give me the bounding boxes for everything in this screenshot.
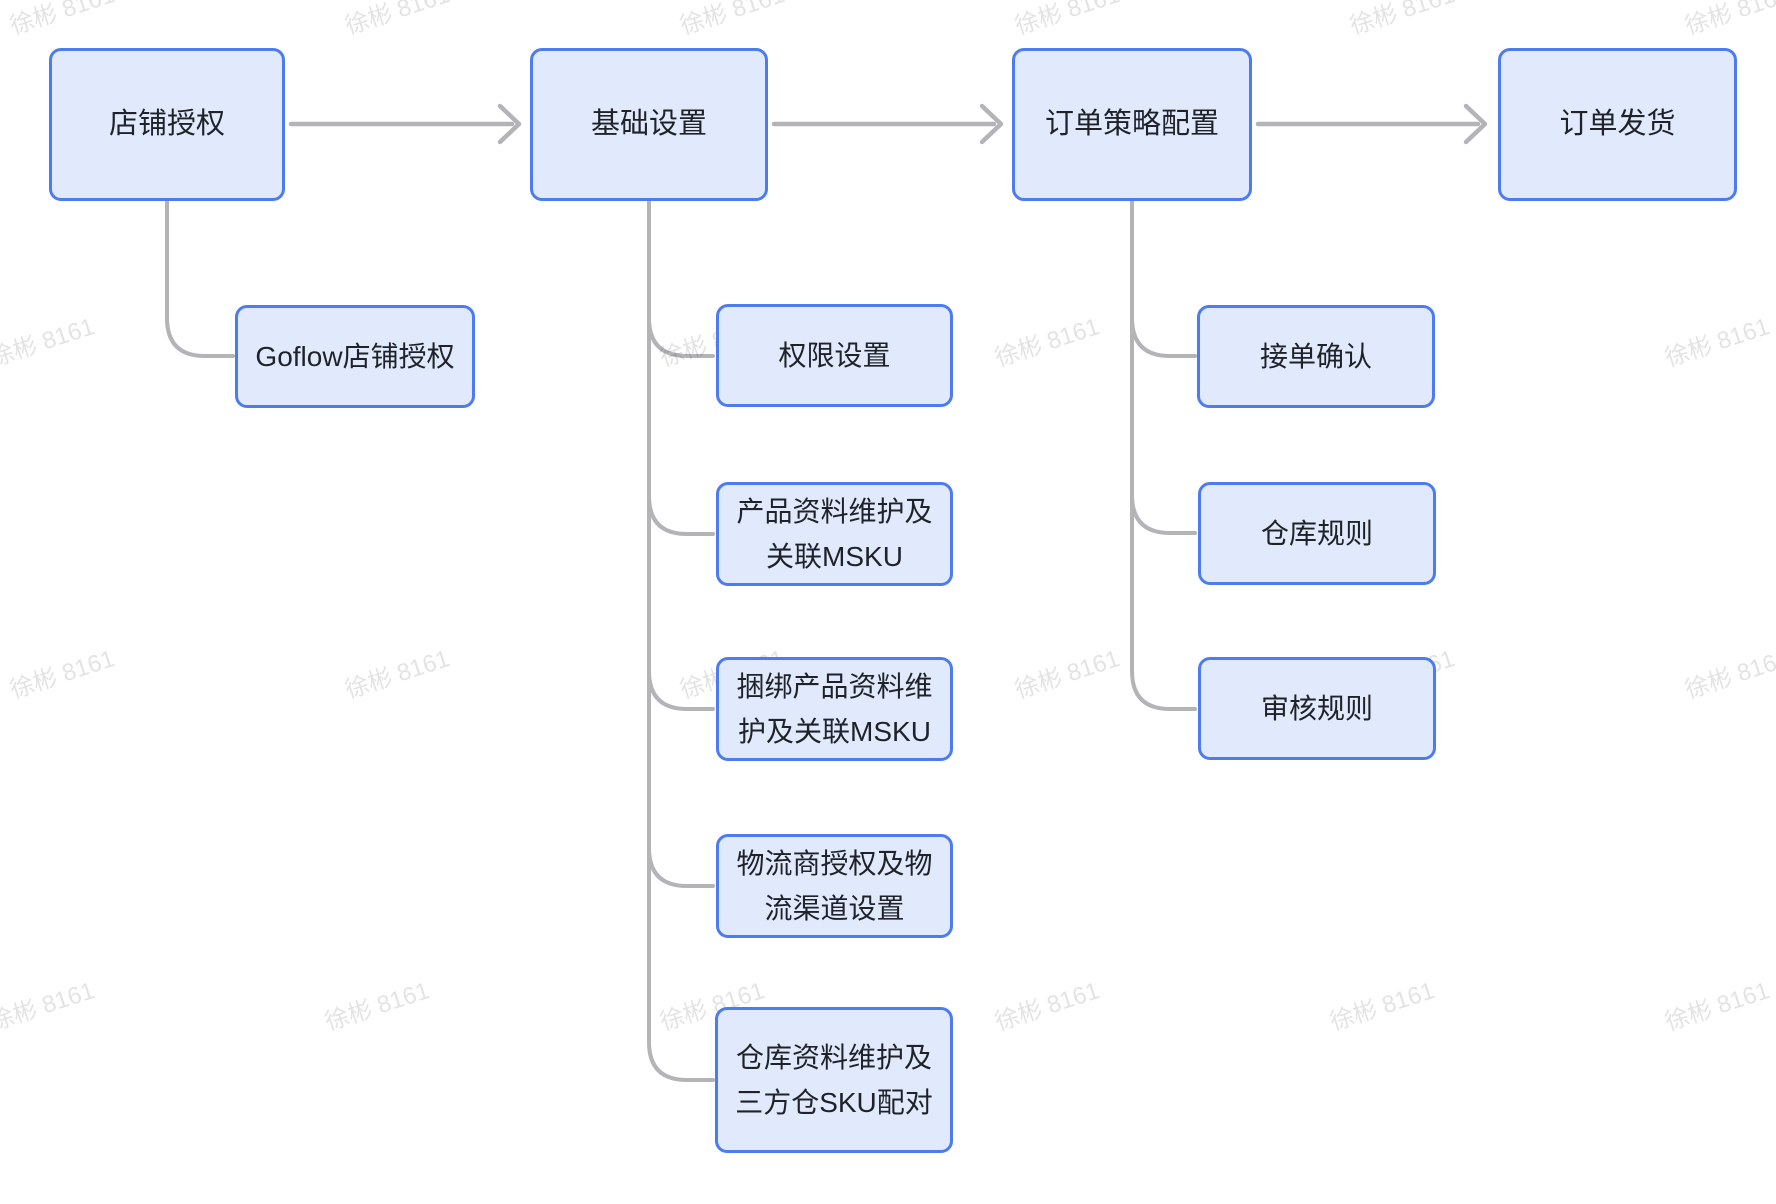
watermark-text: 徐彬 8161 bbox=[341, 645, 453, 705]
watermark-text: 徐彬 8161 bbox=[321, 977, 433, 1037]
node-order-acceptance-confirm: 接单确认 bbox=[1197, 305, 1435, 408]
arrow-stage1-stage2 bbox=[288, 103, 522, 145]
connector-basic-setup-trunk bbox=[647, 199, 715, 1082]
node-goflow-store-authorization: Goflow店铺授权 bbox=[235, 305, 475, 408]
watermark-text: 徐彬 8161 bbox=[1346, 0, 1458, 41]
node-order-strategy-config: 订单策略配置 bbox=[1012, 48, 1252, 201]
watermark-text: 徐彬 8161 bbox=[991, 977, 1103, 1037]
watermark-text: 徐彬 8161 bbox=[1661, 313, 1773, 373]
node-bundle-product-data-msku: 捆绑产品资料维 护及关联MSKU bbox=[716, 657, 953, 761]
watermark-text: 徐彬 8161 bbox=[1011, 0, 1123, 41]
watermark-text: 徐彬 8161 bbox=[1681, 645, 1776, 705]
node-product-data-msku: 产品资料维护及 关联MSKU bbox=[716, 482, 953, 586]
node-label: 基础设置 bbox=[590, 108, 707, 140]
node-logistics-authorization-channels: 物流商授权及物 流渠道设置 bbox=[716, 834, 953, 938]
watermark-text: 徐彬 8161 bbox=[676, 0, 788, 41]
connector-basic-setup-branch-2 bbox=[647, 494, 715, 536]
watermark-text: 徐彬 8161 bbox=[1681, 0, 1776, 41]
node-store-authorization: 店铺授权 bbox=[49, 48, 285, 201]
node-permission-settings: 权限设置 bbox=[716, 304, 953, 407]
watermark-text: 徐彬 8161 bbox=[0, 313, 98, 373]
connector-basic-setup-branch-3 bbox=[647, 669, 715, 711]
node-audit-rules: 审核规则 bbox=[1198, 657, 1436, 760]
connector-order-strategy-trunk bbox=[1130, 199, 1197, 711]
node-order-shipping: 订单发货 bbox=[1498, 48, 1737, 201]
node-warehouse-data-sku-pairing: 仓库资料维护及 三方仓SKU配对 bbox=[715, 1007, 953, 1153]
node-label: Goflow店铺授权 bbox=[255, 341, 455, 372]
connector-basic-setup-branch-4 bbox=[647, 846, 715, 888]
watermark-text: 徐彬 8161 bbox=[6, 645, 118, 705]
node-basic-setup: 基础设置 bbox=[530, 48, 768, 201]
node-label: 审核规则 bbox=[1260, 693, 1373, 724]
connector-order-strategy-branch-1 bbox=[1130, 316, 1197, 358]
connector-order-strategy-branch-2 bbox=[1130, 493, 1197, 535]
node-label: 仓库规则 bbox=[1260, 518, 1373, 549]
watermark-text: 徐彬 8161 bbox=[0, 977, 98, 1037]
node-label: 接单确认 bbox=[1259, 341, 1372, 372]
arrow-stage3-stage4 bbox=[1255, 103, 1488, 145]
watermark-text: 徐彬 8161 bbox=[1661, 977, 1773, 1037]
connector-basic-setup-branch-1 bbox=[647, 316, 715, 358]
node-label: 捆绑产品资料维 护及关联MSKU bbox=[736, 671, 933, 747]
arrow-stage2-stage3 bbox=[771, 103, 1004, 145]
node-label: 产品资料维护及 关联MSKU bbox=[736, 496, 933, 572]
watermark-text: 徐彬 8161 bbox=[1326, 977, 1438, 1037]
node-warehouse-rules: 仓库规则 bbox=[1198, 482, 1436, 585]
node-label: 店铺授权 bbox=[108, 108, 225, 140]
node-label: 权限设置 bbox=[778, 340, 891, 371]
node-label: 订单策略配置 bbox=[1044, 108, 1219, 140]
node-label: 订单发货 bbox=[1559, 108, 1676, 140]
watermark-text: 徐彬 8161 bbox=[341, 0, 453, 41]
watermark-text: 徐彬 8161 bbox=[991, 313, 1103, 373]
node-label: 物流商授权及物 流渠道设置 bbox=[736, 848, 933, 924]
watermark-text: 徐彬 8161 bbox=[6, 0, 118, 41]
watermark-text: 徐彬 8161 bbox=[1011, 645, 1123, 705]
node-label: 仓库资料维护及 三方仓SKU配对 bbox=[735, 1042, 933, 1118]
connector-store-auth-child bbox=[165, 199, 235, 358]
